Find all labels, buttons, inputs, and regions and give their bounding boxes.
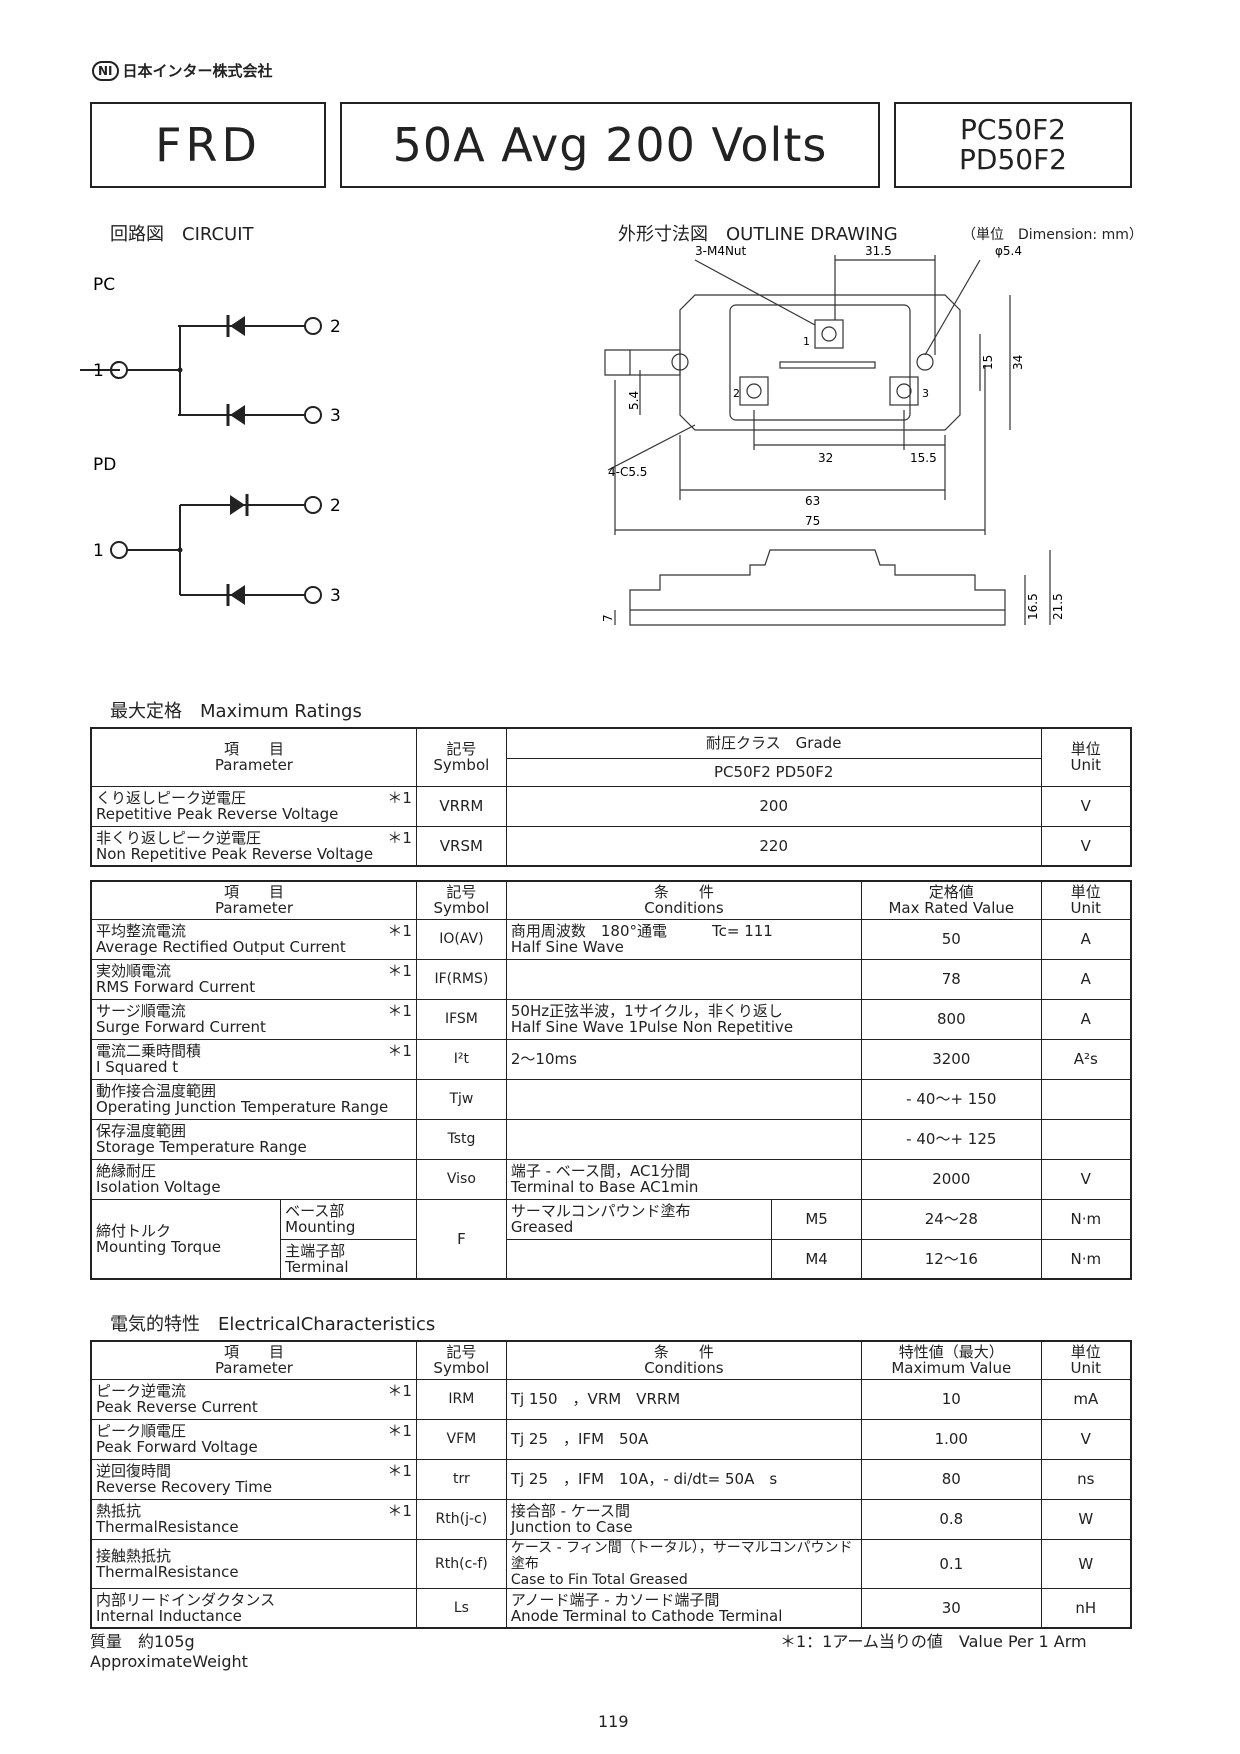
electrical-title: 電気的特性 ElectricalCharacteristics [110, 1314, 436, 1335]
dim-34: 34 [1011, 355, 1025, 370]
dim-chamfer: 4-C5.5 [608, 465, 647, 479]
dim-21-5: 21.5 [1051, 593, 1065, 620]
pin-2: 2 [733, 387, 740, 400]
dim-5-4: 5.4 [627, 391, 641, 410]
dim-15-5: 15.5 [910, 451, 937, 465]
dim-31-5: 31.5 [865, 244, 892, 258]
pc-label: PC [93, 275, 115, 295]
logo-mark: NI [92, 60, 119, 81]
device-type-box: FRD [90, 102, 326, 188]
dim-75: 75 [805, 514, 820, 528]
max-ratings-title: 最大定格 Maximum Ratings [110, 701, 362, 722]
circuit-title: 回路図 CIRCUIT [110, 224, 254, 245]
dim-16-5: 16.5 [1026, 593, 1040, 620]
pin-1: 1 [803, 335, 810, 348]
pd-terminal-1: 1 [93, 541, 104, 561]
part-number-1: PC50F2 [960, 113, 1066, 146]
weight-jp: 質量 約105g [90, 1632, 195, 1651]
outline-title: 外形寸法図 OUTLINE DRAWING [618, 224, 898, 245]
outline-drawing: 3-M4Nut 31.5 φ5.4 15 34 5.4 4-C5.5 32 15… [601, 244, 1065, 626]
pd-terminal-2: 2 [330, 496, 341, 516]
arm-note: ＊1：1アーム当りの値 Value Per 1 Arm [780, 1632, 1087, 1651]
dim-hole: φ5.4 [995, 244, 1022, 258]
rating-box: 50A Avg 200 Volts [340, 102, 880, 188]
pc-terminal-2: 2 [330, 317, 341, 337]
dim-15: 15 [981, 355, 995, 370]
t1-grade-header: 耐圧クラス Grade [505, 727, 1042, 759]
circuit-diagram: PC PD 1 2 3 1 2 3 [80, 275, 341, 606]
dim-7: 7 [601, 614, 615, 622]
t1-grade-value: PC50F2 PD50F2 [505, 757, 1042, 787]
t3-value-header: 特性値（最大）Maximum Value [860, 1340, 1042, 1380]
rating-title: 50A Avg 200 Volts [392, 118, 828, 172]
pd-terminal-3: 3 [330, 586, 341, 606]
part-number-box: PC50F2 PD50F2 [894, 102, 1132, 188]
pc-terminal-3: 3 [330, 406, 341, 426]
page-number: 119 [598, 1712, 629, 1731]
company-name: 日本インター株式会社 [122, 62, 273, 80]
dim-nut: 3-M4Nut [695, 244, 747, 258]
company-logo: NI 日本インター株式会社 [92, 60, 273, 81]
pd-label: PD [93, 455, 116, 475]
dim-63: 63 [805, 494, 820, 508]
weight-en: ApproximateWeight [90, 1652, 248, 1671]
pc-terminal-1: 1 [93, 361, 104, 381]
dim-32: 32 [818, 451, 833, 465]
pin-3: 3 [922, 387, 929, 400]
device-type: FRD [155, 118, 261, 172]
part-number-2: PD50F2 [959, 143, 1067, 176]
outline-unit: （単位 Dimension: mm） [962, 227, 1143, 243]
